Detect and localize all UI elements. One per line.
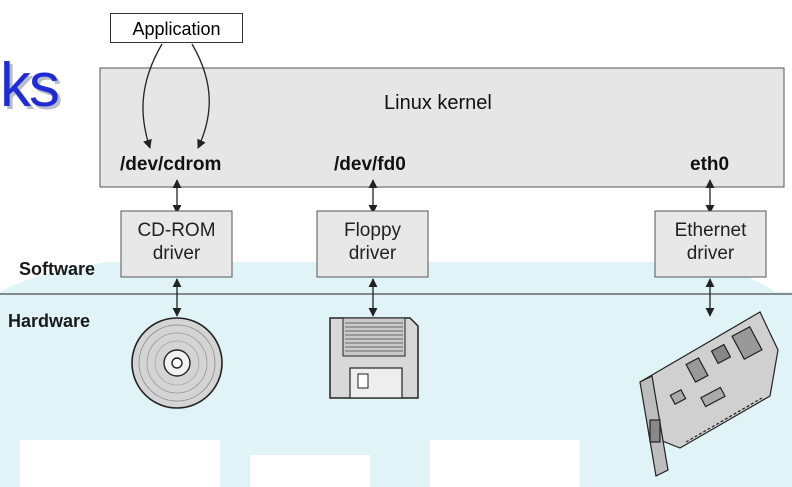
ethernet-driver-box — [654, 210, 767, 278]
floppy-driver-line1: Floppy — [343, 220, 402, 241]
ethernet-driver-label: Ethernet driver — [655, 219, 766, 265]
dev-fd0-label: /dev/fd0 — [334, 154, 406, 175]
kernel-driver-arrows — [172, 179, 715, 214]
application-box: Application — [110, 13, 243, 43]
ethernet-driver-line2: driver — [686, 243, 735, 264]
top-left-text-fragment: ks — [0, 51, 60, 120]
cdrom-driver-line2: driver — [152, 243, 201, 264]
floppy-driver-line2: driver — [348, 243, 397, 264]
eth0-label: eth0 — [690, 154, 730, 175]
dev-cdrom-label: /dev/cdrom — [120, 154, 222, 175]
cdrom-driver-line1: CD-ROM — [137, 220, 216, 241]
kernel-label: Linux kernel — [384, 92, 492, 114]
application-arrows — [142, 43, 210, 149]
cd-disc-icon — [131, 317, 223, 409]
ethernet-card-icon — [639, 311, 779, 477]
driver-hardware-arrows — [172, 278, 715, 317]
floppy-driver-box — [316, 210, 429, 278]
software-layer-label: Software — [19, 259, 96, 279]
floppy-driver-label: Floppy driver — [317, 219, 428, 265]
cdrom-driver-box — [120, 210, 233, 278]
kernel-box — [99, 67, 785, 188]
ethernet-driver-line1: Ethernet — [674, 220, 747, 241]
floppy-disk-icon — [329, 317, 419, 399]
cdrom-driver-label: CD-ROM driver — [121, 219, 232, 265]
hardware-layer-label: Hardware — [8, 311, 91, 331]
